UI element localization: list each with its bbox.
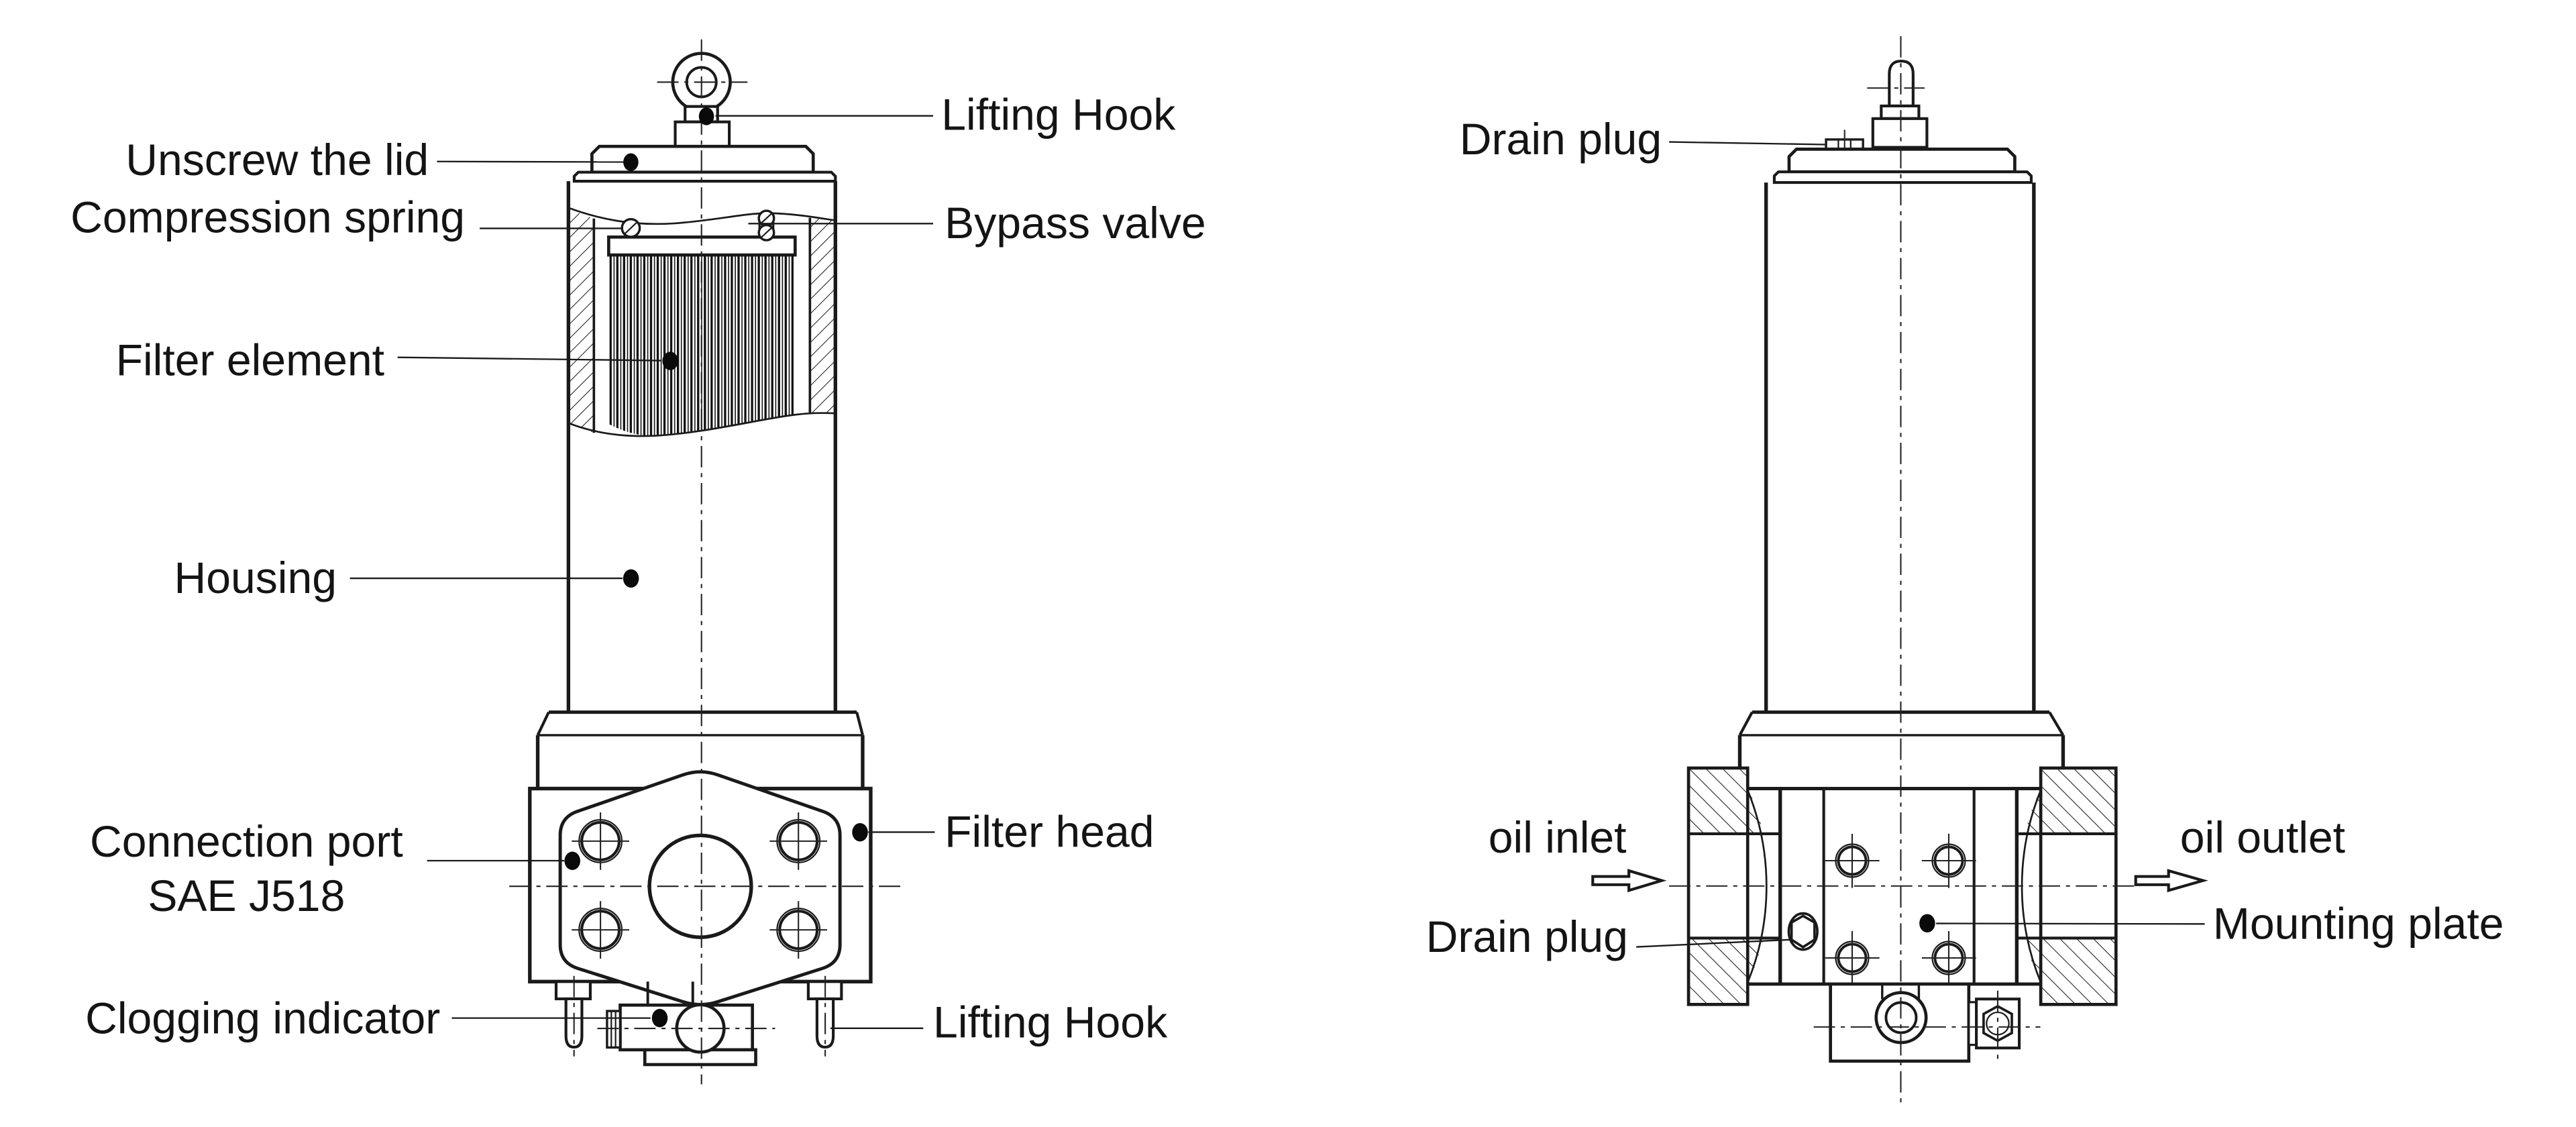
head-bolt-holes-side xyxy=(1825,833,1976,985)
annotation-clogging-indicator: Clogging indicator xyxy=(85,994,668,1043)
annotation-oil-outlet: oil outlet xyxy=(2180,813,2345,863)
label-filter-element: Filter element xyxy=(116,336,384,386)
annotation-drain-plug-bottom: Drain plug xyxy=(1426,912,1790,962)
compression-spring-section xyxy=(621,217,641,238)
label-lifting-hook-bottom: Lifting Hook xyxy=(933,998,1168,1047)
right-centerlines xyxy=(1669,36,2136,1104)
housing-wall-hatch-right xyxy=(810,217,836,414)
label-drain-plug-bottom: Drain plug xyxy=(1426,912,1628,962)
annotation-compression-spring: Compression spring xyxy=(70,193,622,242)
label-clogging-indicator: Clogging indicator xyxy=(85,994,440,1043)
annotations: Lifting Hook Unscrew the lid Compression… xyxy=(70,90,2504,1047)
break-line-top xyxy=(568,207,836,225)
annotation-bypass-valve: Bypass valve xyxy=(748,199,1206,248)
annotation-drain-plug-top: Drain plug xyxy=(1460,115,1827,164)
housing-shell xyxy=(566,181,837,712)
lid-side xyxy=(1772,148,2033,184)
label-oil-inlet: oil inlet xyxy=(1489,813,1627,863)
annotation-lifting-hook-bottom: Lifting Hook xyxy=(830,998,1168,1047)
oil-inlet-arrow xyxy=(1591,869,1667,893)
label-housing: Housing xyxy=(174,553,337,603)
clogging-indicator-assembly xyxy=(554,980,843,1067)
drain-plug-bottom-hex xyxy=(1787,912,1819,951)
indicator-side-assembly xyxy=(1829,982,2021,1063)
lifting-hook-side xyxy=(1871,60,1929,149)
pin-boss-left xyxy=(554,980,592,1001)
sae-flange-hexagon xyxy=(558,770,842,1006)
mounting-plate-left xyxy=(1686,766,1780,1006)
annotation-filter-element: Filter element xyxy=(116,336,678,386)
annotation-connection-port: Connection port SAE J518 xyxy=(90,817,580,921)
annotation-oil-inlet: oil inlet xyxy=(1489,813,1627,863)
label-bypass-valve: Bypass valve xyxy=(945,199,1206,248)
lifting-hook-eyebolt xyxy=(671,52,732,148)
lid xyxy=(572,144,837,183)
label-oil-outlet: oil outlet xyxy=(2180,813,2345,863)
annotation-mounting-plate: Mounting plate xyxy=(1919,900,2504,949)
oil-flow-arrows xyxy=(1591,869,2208,893)
collar xyxy=(535,710,865,789)
housing-wall-hatch-left xyxy=(568,209,594,433)
bypass-valve-section xyxy=(757,209,775,241)
oil-outlet-arrow xyxy=(2134,869,2208,893)
label-mounting-plate: Mounting plate xyxy=(2213,900,2504,949)
annotation-filter-head: Filter head xyxy=(852,807,1155,857)
indicator-thread xyxy=(606,1010,622,1049)
right-view-side xyxy=(1591,36,2208,1104)
annotation-lifting-hook-top: Lifting Hook xyxy=(698,90,1176,140)
left-view-section xyxy=(509,39,901,1085)
label-compression-spring: Compression spring xyxy=(70,193,465,242)
label-lifting-hook-top: Lifting Hook xyxy=(941,90,1176,140)
left-centerlines xyxy=(509,39,901,1085)
housing-side xyxy=(1764,182,2036,712)
label-unscrew-lid: Unscrew the lid xyxy=(125,136,429,185)
annotation-housing: Housing xyxy=(174,553,639,603)
flange-bolt-holes xyxy=(572,812,828,959)
label-connection-port-line2: SAE J518 xyxy=(148,871,345,921)
label-filter-head: Filter head xyxy=(945,807,1154,857)
label-connection-port-line1: Connection port xyxy=(90,817,403,867)
filter-head-block xyxy=(528,770,873,1006)
break-line-bottom xyxy=(568,412,836,437)
annotation-unscrew-lid: Unscrew the lid xyxy=(125,136,639,185)
label-drain-plug-top: Drain plug xyxy=(1460,115,1662,164)
